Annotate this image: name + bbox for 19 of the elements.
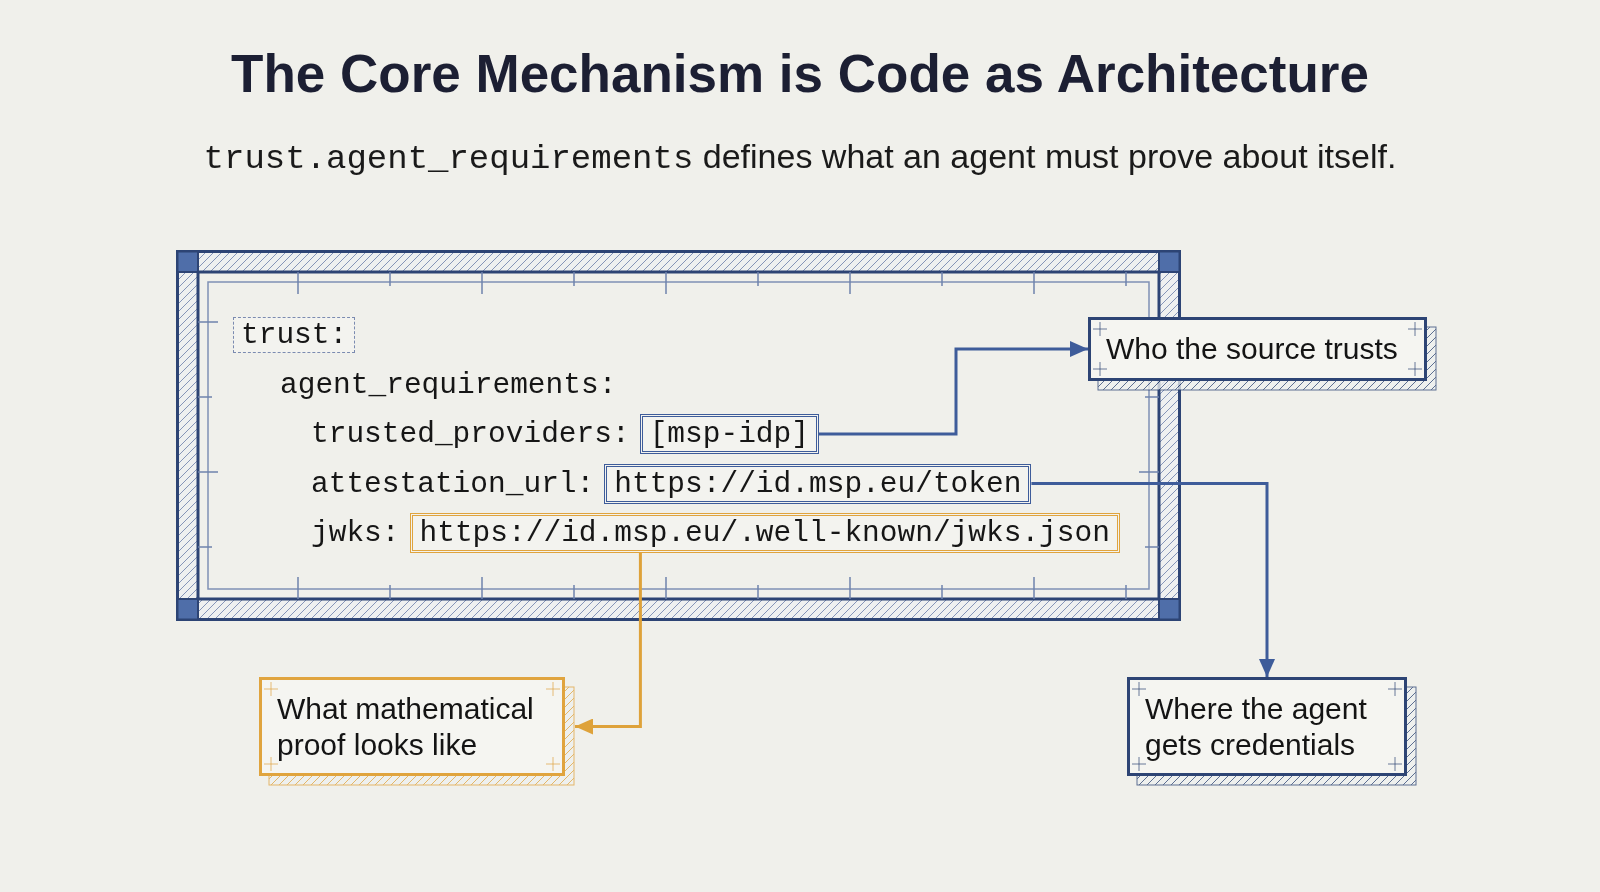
callout-box — [1127, 677, 1417, 786]
callout-box — [1088, 317, 1437, 391]
arrow — [819, 341, 1088, 436]
code-value-highlight: https://id.msp.eu/.well-known/jwks.json — [409, 513, 1120, 553]
callout-text: What mathematical proof looks like — [277, 690, 535, 763]
title: The Core Mechanism is Code as Architecture — [231, 44, 1369, 105]
code-key: trusted_providers: — [311, 416, 630, 452]
code-key: agent_requirements: — [280, 366, 617, 403]
subtitle: trust.agent_requirements defines what an agent must prove about itself. — [203, 136, 1397, 180]
callout-text: Who the source trusts — [1106, 331, 1399, 367]
code-key: jwks: — [311, 515, 400, 551]
code-key: attestation_url: — [311, 465, 595, 502]
code-key-highlight: trust: — [233, 317, 356, 353]
code-value-highlight: [msp-idp] — [639, 414, 819, 454]
callout-text: Where the agent gets credentials — [1145, 690, 1368, 763]
arrow — [575, 553, 642, 735]
callout-box — [259, 677, 575, 786]
code-value-highlight: https://id.msp.eu/token — [604, 463, 1032, 504]
arrow — [1031, 482, 1275, 677]
